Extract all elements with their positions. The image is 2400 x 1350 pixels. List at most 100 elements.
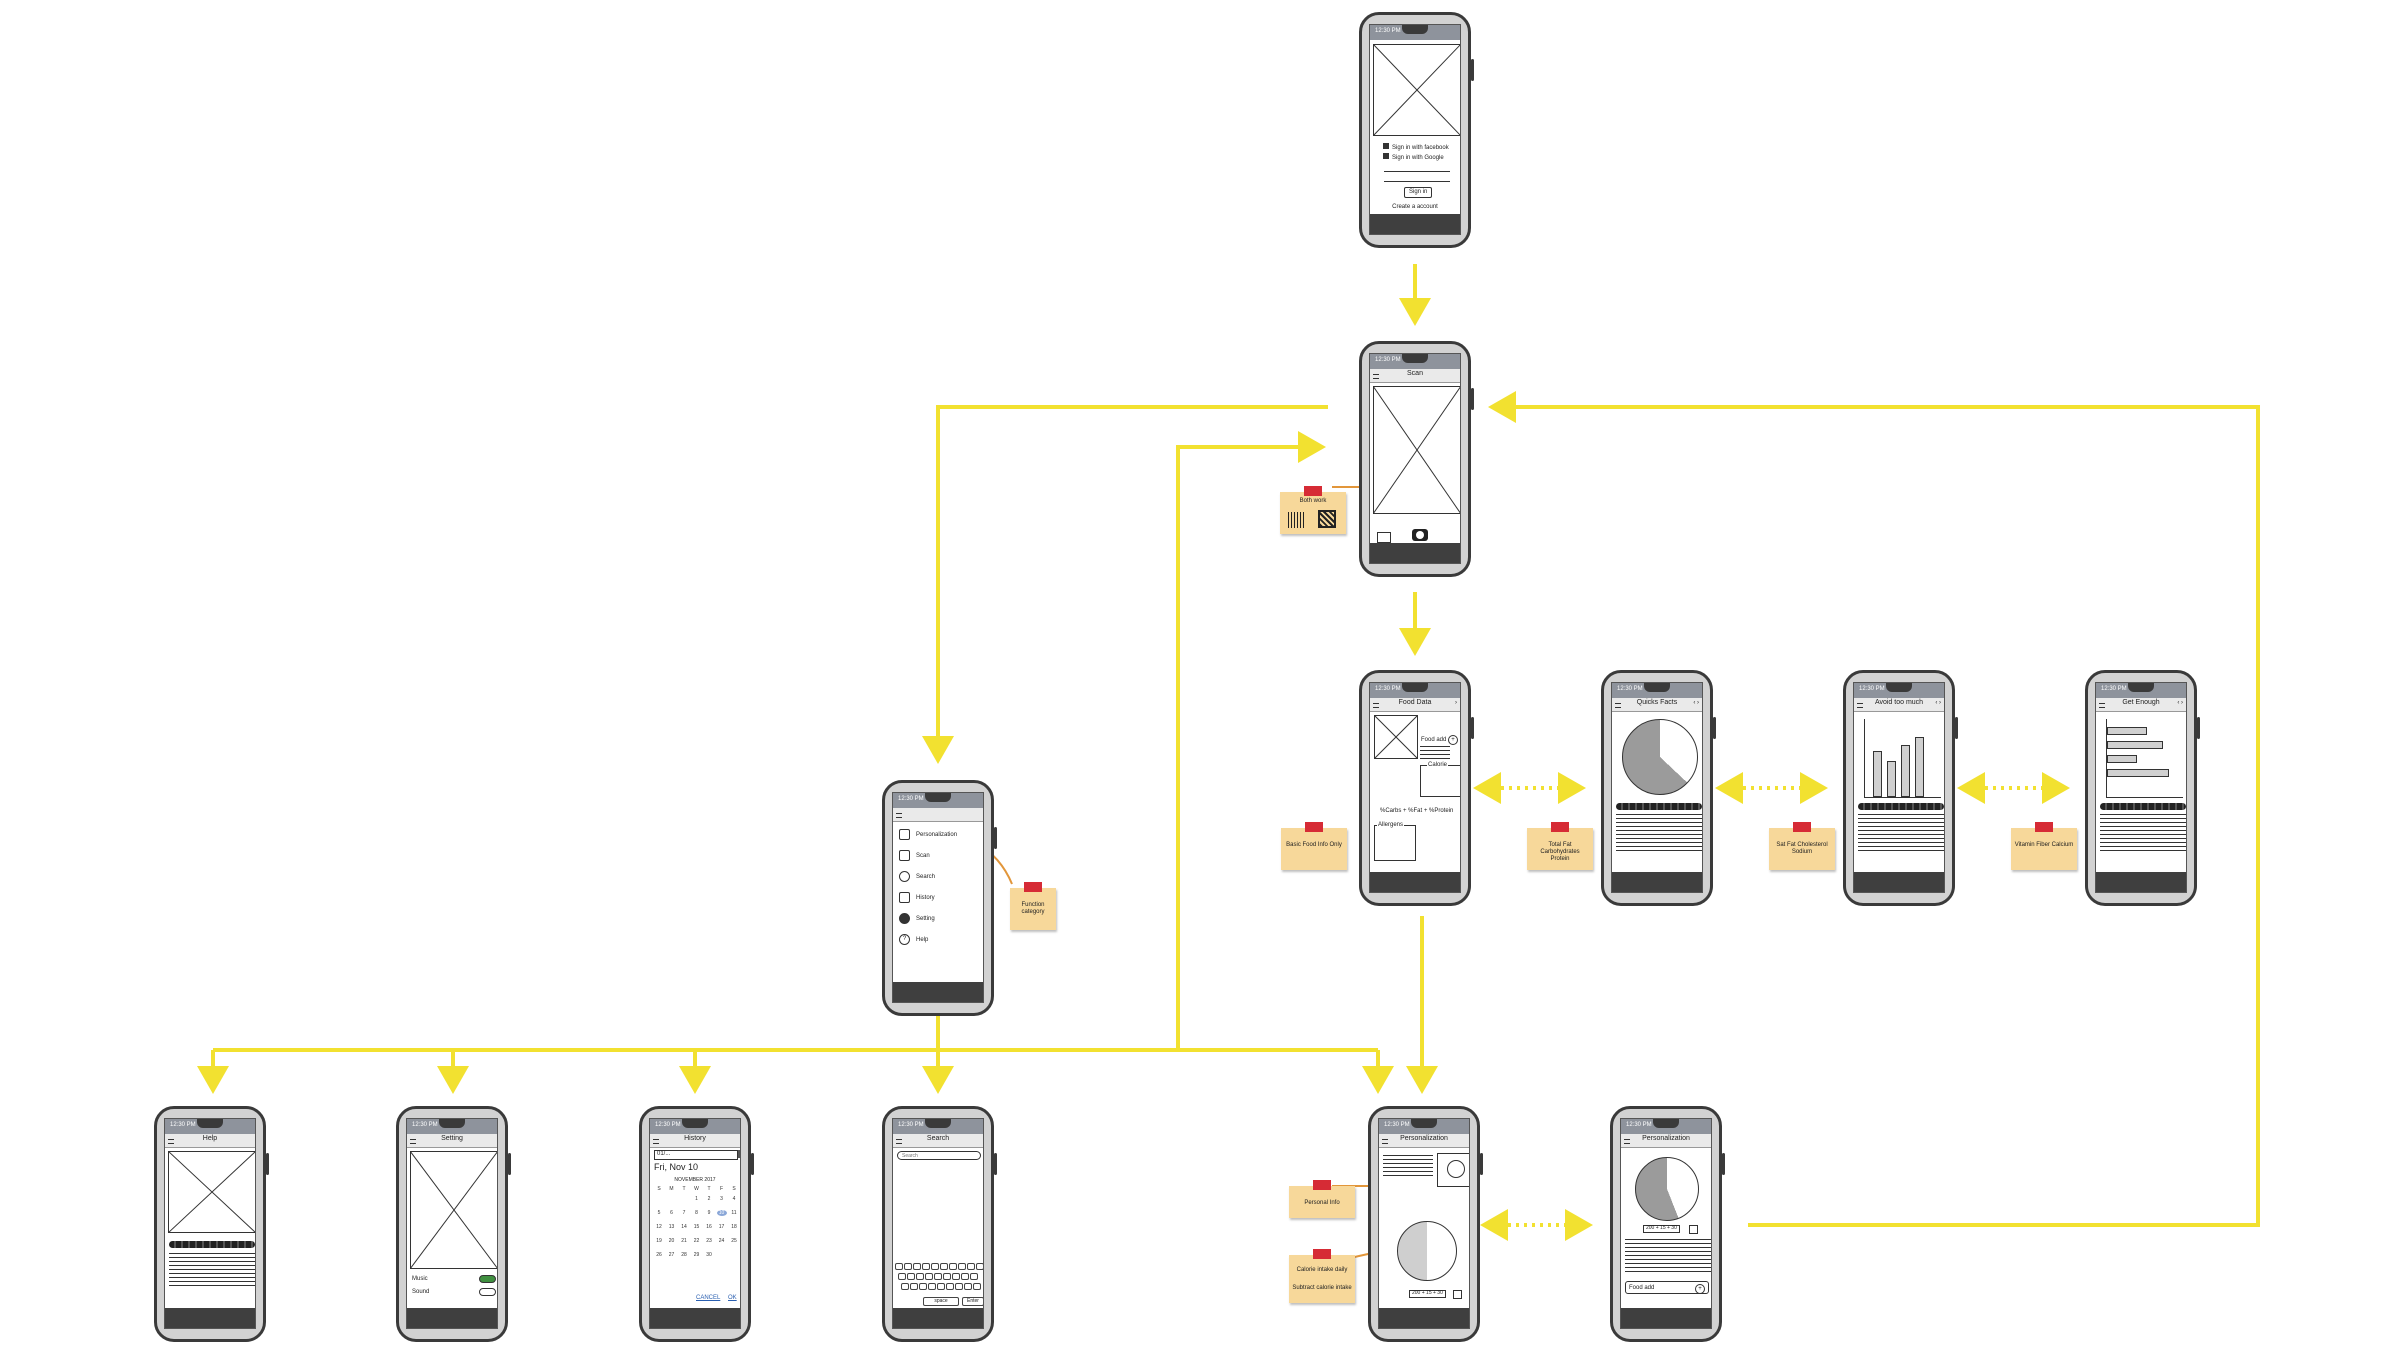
camera-icon[interactable]	[1412, 529, 1428, 541]
calorie-stepper[interactable]: 200 + 15 + 30	[1643, 1225, 1680, 1233]
keyboard-key[interactable]	[949, 1263, 957, 1270]
keyboard-key[interactable]	[922, 1263, 930, 1270]
calendar-day[interactable]: 15	[693, 1224, 700, 1230]
calendar-day[interactable]: 24	[718, 1238, 725, 1244]
keyboard-key[interactable]	[904, 1263, 912, 1270]
keyboard-key[interactable]	[958, 1263, 966, 1270]
hamburger-icon[interactable]	[896, 1139, 902, 1144]
hamburger-icon[interactable]	[1857, 703, 1863, 708]
google-signin-button[interactable]: Sign in with Google	[1383, 153, 1444, 162]
ok-button[interactable]: OK	[728, 1295, 737, 1301]
hamburger-icon[interactable]	[1615, 703, 1621, 708]
food-add-button[interactable]: Food add +	[1421, 735, 1459, 745]
hamburger-icon[interactable]	[896, 813, 902, 818]
keyboard-key[interactable]	[970, 1273, 978, 1280]
calendar-day[interactable]: 27	[668, 1252, 675, 1258]
keyboard-key[interactable]	[976, 1263, 983, 1270]
calendar-day[interactable]: 19	[656, 1238, 662, 1244]
keyboard-key[interactable]	[901, 1283, 909, 1290]
calendar-day[interactable]: 25	[731, 1238, 737, 1244]
signin-button[interactable]: Sign in	[1404, 187, 1433, 198]
keyboard-key[interactable]	[955, 1283, 963, 1290]
calendar-day[interactable]: 28	[681, 1252, 687, 1258]
menu-item-scan[interactable]: Scan	[899, 850, 930, 861]
calendar-day[interactable]: 14	[681, 1224, 687, 1230]
calendar-day[interactable]: 22	[693, 1238, 700, 1244]
keyboard-key[interactable]	[943, 1273, 951, 1280]
food-add-button[interactable]: Food add+	[1625, 1281, 1709, 1294]
keyboard-key[interactable]	[967, 1263, 975, 1270]
keyboard-key[interactable]	[907, 1273, 915, 1280]
keyboard-key[interactable]	[913, 1263, 921, 1270]
keyboard-key[interactable]	[916, 1273, 924, 1280]
music-toggle[interactable]	[479, 1275, 496, 1283]
calendar-day[interactable]: 3	[720, 1196, 723, 1202]
keyboard-key[interactable]	[931, 1263, 939, 1270]
username-field[interactable]	[1384, 171, 1450, 172]
chevron-icons[interactable]: ‹ ›	[1693, 700, 1699, 706]
hamburger-icon[interactable]	[1624, 1139, 1630, 1144]
space-key[interactable]: space	[923, 1297, 959, 1306]
hamburger-icon[interactable]	[1373, 374, 1379, 379]
keyboard-key[interactable]	[961, 1273, 969, 1280]
calendar-day[interactable]: 30	[706, 1252, 712, 1258]
chevron-right-icon[interactable]: ›	[1455, 700, 1457, 706]
calorie-stepper[interactable]: 200 + 15 + 30	[1409, 1290, 1446, 1298]
calendar-day[interactable]: 23	[706, 1238, 712, 1244]
calendar-day[interactable]: 18	[731, 1224, 737, 1230]
keyboard-key[interactable]	[946, 1283, 954, 1290]
sound-toggle[interactable]	[479, 1288, 496, 1296]
menu-item-help[interactable]: ?Help	[899, 934, 928, 945]
keyboard-key[interactable]	[928, 1283, 936, 1290]
calendar-day[interactable]: 29	[693, 1252, 700, 1258]
keyboard-key[interactable]	[964, 1283, 972, 1290]
create-account-link[interactable]: Create a account	[1392, 204, 1438, 210]
calendar-day[interactable]: 17	[718, 1224, 725, 1230]
menu-item-search[interactable]: Search	[899, 871, 935, 882]
calendar-day[interactable]: 16	[706, 1224, 712, 1230]
avatar[interactable]	[1437, 1153, 1469, 1187]
menu-item-history[interactable]: History	[899, 892, 935, 903]
chevron-icons[interactable]: ‹ ›	[2177, 700, 2183, 706]
calendar-day[interactable]: 5	[657, 1210, 661, 1216]
calendar-day[interactable]: 6	[670, 1210, 673, 1216]
calendar-day[interactable]: 26	[656, 1252, 662, 1258]
chevron-icons[interactable]: ‹ ›	[1935, 700, 1941, 706]
calendar-day[interactable]: 13	[668, 1224, 675, 1230]
keyboard-key[interactable]	[937, 1283, 945, 1290]
hamburger-icon[interactable]	[168, 1139, 174, 1144]
calendar-day[interactable]: 7	[682, 1210, 686, 1216]
keyboard[interactable]	[895, 1261, 983, 1301]
keyboard-key[interactable]	[895, 1263, 903, 1270]
calendar-day[interactable]: 11	[731, 1210, 737, 1216]
keyboard-key[interactable]	[940, 1263, 948, 1270]
calendar-icon[interactable]	[1689, 1225, 1698, 1234]
keyboard-key[interactable]	[973, 1283, 981, 1290]
keyboard-key[interactable]	[910, 1283, 918, 1290]
hamburger-icon[interactable]	[1373, 703, 1379, 708]
menu-item-setting[interactable]: Setting	[899, 913, 935, 924]
calendar-day[interactable]: 2	[707, 1196, 711, 1202]
date-input[interactable]: 01/...	[654, 1150, 738, 1160]
hamburger-icon[interactable]	[1382, 1139, 1388, 1144]
hamburger-icon[interactable]	[2099, 703, 2105, 708]
keyboard-key[interactable]	[919, 1283, 927, 1290]
calendar-day[interactable]: 9	[707, 1210, 711, 1216]
search-input[interactable]	[897, 1151, 981, 1160]
keyboard-key[interactable]	[952, 1273, 960, 1280]
calendar-icon[interactable]	[738, 1150, 740, 1158]
cancel-button[interactable]: CANCEL	[696, 1295, 721, 1301]
keyboard-key[interactable]	[898, 1273, 906, 1280]
calendar-icon[interactable]	[1453, 1290, 1462, 1299]
password-field[interactable]	[1384, 181, 1450, 182]
calendar-day[interactable]: 12	[656, 1224, 662, 1230]
calendar-day[interactable]: 10	[716, 1210, 727, 1216]
calendar-day[interactable]: 20	[668, 1238, 675, 1244]
menu-item-personalization[interactable]: Personalization	[899, 829, 957, 840]
enter-key[interactable]: Enter	[962, 1297, 983, 1306]
keyboard-key[interactable]	[934, 1273, 942, 1280]
hamburger-icon[interactable]	[410, 1139, 416, 1144]
calendar-day[interactable]: 21	[681, 1238, 687, 1244]
keyboard-key[interactable]	[925, 1273, 933, 1280]
